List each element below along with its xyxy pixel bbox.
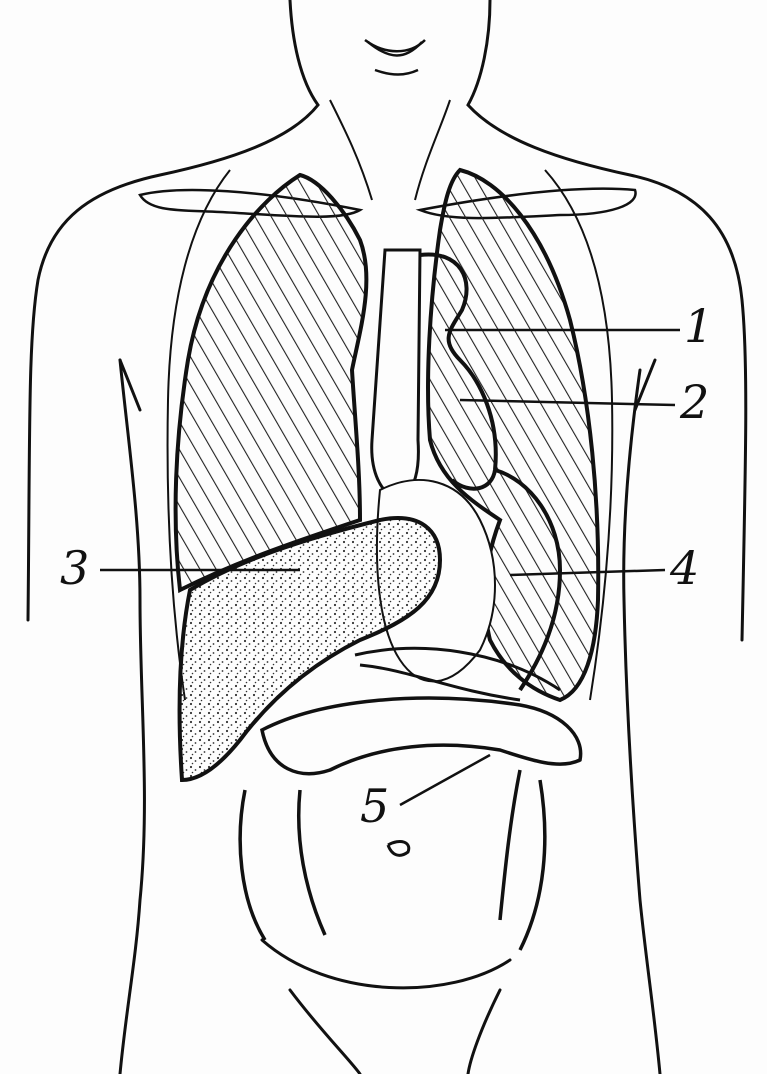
label-3: 3: [60, 541, 89, 595]
label-5: 5: [360, 779, 389, 833]
pelvis-curve: [262, 940, 510, 988]
callout-line-5: [400, 755, 490, 805]
label-2: 2: [679, 375, 709, 429]
lung-right: [176, 175, 367, 590]
intestines: [240, 698, 580, 950]
trachea: [372, 250, 420, 500]
descending-colon: [520, 780, 545, 950]
transverse-colon: [262, 698, 581, 773]
ascending-colon: [240, 790, 265, 940]
small-intestine-left: [299, 790, 325, 935]
lung-right-shape: [176, 175, 367, 590]
label-4: 4: [669, 541, 699, 595]
pelvis-lower: [290, 990, 360, 1074]
small-intestine-right: [500, 770, 520, 920]
torso-left-outline: [120, 360, 144, 1074]
neck-lines: [330, 100, 450, 200]
torso-right-outline: [624, 370, 660, 1074]
label-1: 1: [684, 299, 713, 353]
pelvis-lower-right: [468, 990, 500, 1074]
navel: [388, 841, 409, 855]
face-mouth: [365, 40, 425, 75]
